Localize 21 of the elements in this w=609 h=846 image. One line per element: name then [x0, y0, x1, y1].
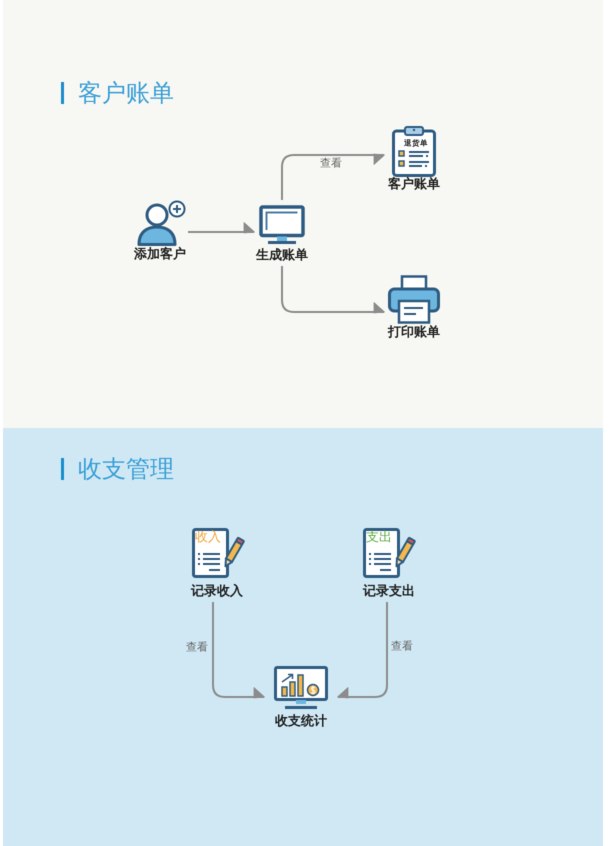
section-heading: 收支管理: [78, 455, 174, 483]
icon-caption: 收入: [195, 531, 221, 545]
arrow: [212, 602, 265, 698]
node-label: 记录支出: [363, 584, 415, 600]
arrow: [281, 154, 385, 200]
edge-label: 查看: [186, 640, 208, 654]
node-label: 客户账单: [388, 177, 440, 193]
arrow: [337, 602, 388, 698]
node-label: 收支统计: [275, 714, 327, 730]
section-heading: 客户账单: [78, 79, 174, 107]
node-label: 记录收入: [191, 584, 243, 600]
node-label: 生成账单: [256, 248, 308, 264]
icon-caption: 支出: [366, 531, 392, 545]
node-label: 添加客户: [134, 247, 186, 263]
edge-label: 查看: [391, 640, 413, 652]
section-panel: [3, 428, 603, 846]
edge-label: 查看: [320, 156, 342, 170]
arrow: [188, 222, 255, 234]
arrow: [281, 266, 385, 314]
node-label: 打印账单: [388, 325, 440, 341]
section-panel: [3, 0, 603, 428]
